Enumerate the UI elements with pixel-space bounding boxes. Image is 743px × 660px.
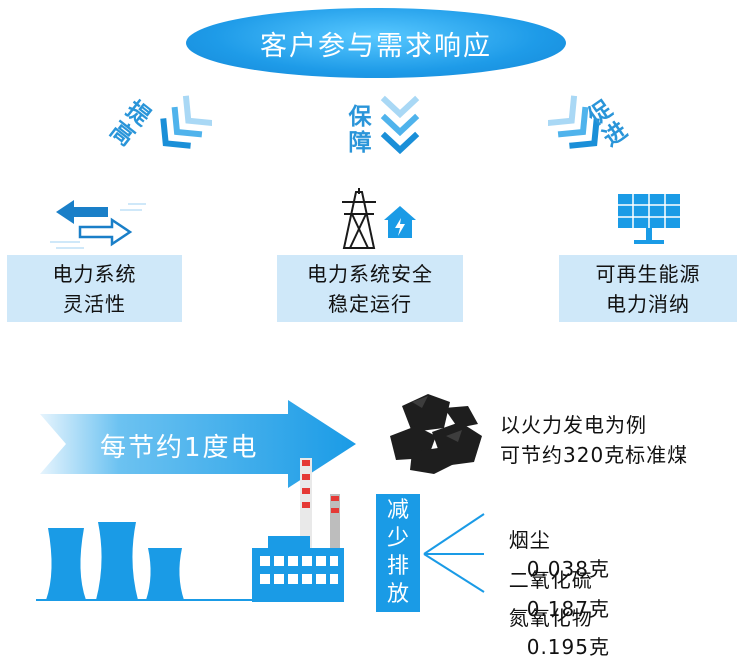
saving-arrow [40, 400, 356, 488]
chevrons-down-left-icon [160, 95, 212, 149]
emission-connector-lines [423, 513, 485, 593]
reduce-emissions-box: 减 少 排 放 [376, 494, 420, 612]
emission-item: 氮氧化物 0.195克 [494, 578, 610, 660]
box-line: 可再生能源 [595, 261, 701, 286]
emission-amount: 0.187克 [526, 597, 610, 621]
effect-box-renewable: 可再生能源 电力消纳 [559, 255, 737, 322]
reduce-char: 排 [386, 554, 409, 579]
box-line: 电力系统安全 [307, 261, 433, 286]
verb-char: 保 [348, 104, 372, 130]
effect-box-stability: 电力系统安全 稳定运行 [277, 255, 463, 322]
box-line: 灵活性 [63, 291, 126, 316]
verb-char: 障 [348, 130, 372, 156]
header-oval: 客户参与需求响应 [186, 8, 566, 78]
exchange-arrows-icon [50, 200, 146, 249]
reduce-char: 少 [386, 526, 409, 551]
box-line: 稳定运行 [328, 291, 412, 316]
coal-pile-icon [390, 394, 482, 474]
box-line: 电力系统 [52, 261, 137, 286]
emission-name: 烟尘 [508, 528, 551, 552]
coal-line: 可节约320克标准煤 [500, 443, 689, 467]
power-tower-house-icon [342, 188, 416, 249]
reduce-char: 减 [386, 498, 409, 523]
chevrons-down-right-icon [548, 95, 600, 149]
emission-item: 烟尘 0.038克 [494, 500, 610, 582]
verb-ensure: 保 障 [347, 104, 373, 156]
solar-panel-icon [618, 194, 680, 244]
power-plant-illustration [36, 458, 344, 602]
emission-amount: 0.195克 [526, 635, 610, 659]
coal-saving-text: 以火力发电为例 可节约320克标准煤 [500, 410, 688, 470]
coal-line: 以火力发电为例 [500, 413, 647, 437]
saving-arrow-label: 每节约1度电 [100, 433, 259, 463]
chevrons-down-icon [380, 95, 420, 155]
reduce-char: 放 [386, 582, 409, 607]
emission-name: 二氧化硫 [508, 568, 593, 592]
emission-name: 氮氧化物 [508, 606, 593, 630]
emission-amount: 0.038克 [526, 557, 610, 581]
emission-item: 二氧化硫 0.187克 [494, 540, 610, 622]
box-line: 电力消纳 [606, 291, 690, 316]
effect-box-flexibility: 电力系统 灵活性 [7, 255, 182, 322]
header-title: 客户参与需求响应 [260, 30, 492, 62]
